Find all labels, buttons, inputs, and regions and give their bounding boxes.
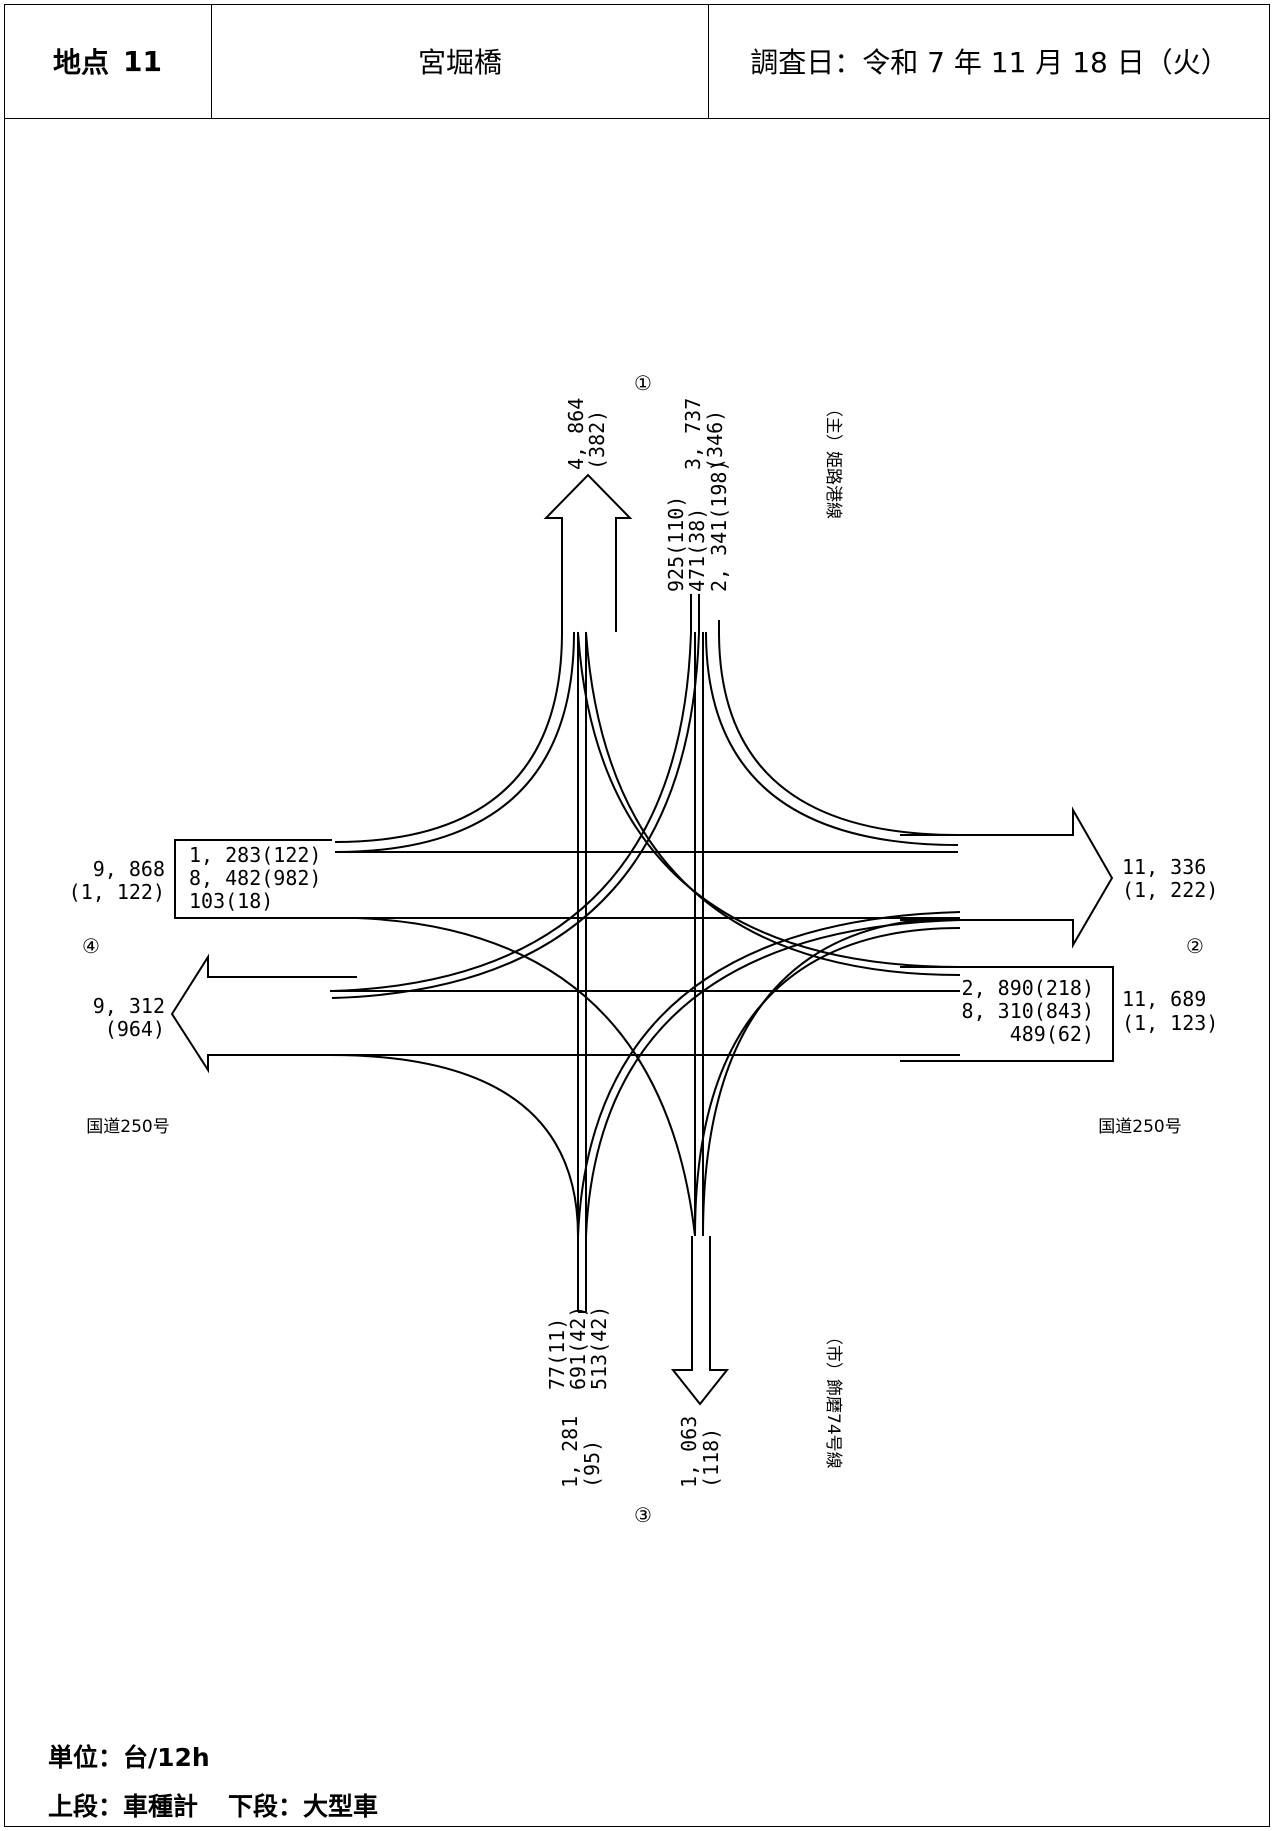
- north-road-name: （主）姫路港線: [823, 400, 843, 519]
- south-in-large: (95): [580, 1440, 604, 1488]
- east-in-movement: 489(62): [1010, 1022, 1094, 1046]
- east-approach-marker: ②: [1186, 934, 1204, 958]
- south-out-total: 1, 063: [677, 1416, 701, 1488]
- east-in-movement: 2, 890(218): [962, 976, 1094, 1000]
- east-in-large: (1, 123): [1122, 1011, 1218, 1035]
- east-in-total: 11, 689: [1122, 987, 1206, 1011]
- east-out-large: (1, 222): [1122, 878, 1218, 902]
- north-approach-marker: ①: [634, 371, 652, 395]
- west-in-movement: 8, 482(982): [189, 866, 321, 890]
- survey-date: 調査日：令和 7 年 11 月 18 日（火）: [750, 46, 1229, 79]
- south-in-total: 1, 281: [558, 1416, 582, 1488]
- unit-note: 単位：台/12h: [48, 1738, 210, 1774]
- legend-lower: 下段：大型車: [228, 1792, 379, 1821]
- west-in-movement: 1, 283(122): [189, 843, 321, 867]
- north-in-total: 3, 737: [681, 398, 705, 470]
- west-in-large: (1, 122): [69, 880, 165, 904]
- location-name: 宮堀橋: [417, 46, 502, 79]
- south-in-movement: 513(42): [587, 1306, 611, 1390]
- south-road-name: （市）飾磨74号線: [823, 1328, 843, 1469]
- east-in-box: [900, 966, 1114, 1062]
- north-in-movement: 2, 341(198): [707, 460, 731, 592]
- east-road-name: 国道250号: [1098, 1117, 1181, 1137]
- west-out-total: 9, 312: [93, 994, 165, 1018]
- west-out-large: (964): [105, 1017, 165, 1041]
- legend-note: 上段：車種計下段：大型車: [48, 1787, 378, 1823]
- west-out-arrow: [170, 953, 357, 1074]
- south-in-movement: 691(42): [566, 1306, 590, 1390]
- north-in-movement: 925(110): [664, 496, 688, 592]
- unit-label: 単位：台/12h: [48, 1743, 210, 1772]
- west-in-total: 9, 868: [93, 857, 165, 881]
- east-out-total: 11, 336: [1122, 855, 1206, 879]
- south-approach-marker: ③: [634, 1503, 652, 1527]
- legend-upper: 上段：車種計: [48, 1792, 199, 1821]
- south-in-movement: 77(11): [545, 1318, 569, 1390]
- sheet-frame: [4, 4, 1270, 1827]
- west-road-name: 国道250号: [86, 1117, 169, 1137]
- west-in-movement: 103(18): [189, 889, 273, 913]
- north-out-large: (382): [585, 410, 609, 470]
- north-in-large: (346): [703, 410, 727, 470]
- north-in-movement: 471(38): [685, 508, 709, 592]
- north-out-arrow: [543, 473, 633, 632]
- west-in-box: [174, 839, 357, 919]
- south-out-large: (118): [699, 1428, 723, 1488]
- point-number: 11: [123, 44, 162, 78]
- west-approach-marker: ④: [82, 934, 100, 958]
- east-in-movement: 8, 310(843): [962, 999, 1094, 1023]
- survey-date-cell: 調査日：令和 7 年 11 月 18 日（火）: [709, 4, 1270, 119]
- east-out-arrow: [900, 806, 1114, 949]
- location-cell: 宮堀橋: [212, 4, 709, 119]
- south-out-arrow: [670, 1236, 730, 1406]
- north-out-total: 4, 864: [564, 398, 588, 470]
- point-label: 地点: [53, 46, 110, 79]
- point-number-cell: 地点 11: [4, 4, 212, 119]
